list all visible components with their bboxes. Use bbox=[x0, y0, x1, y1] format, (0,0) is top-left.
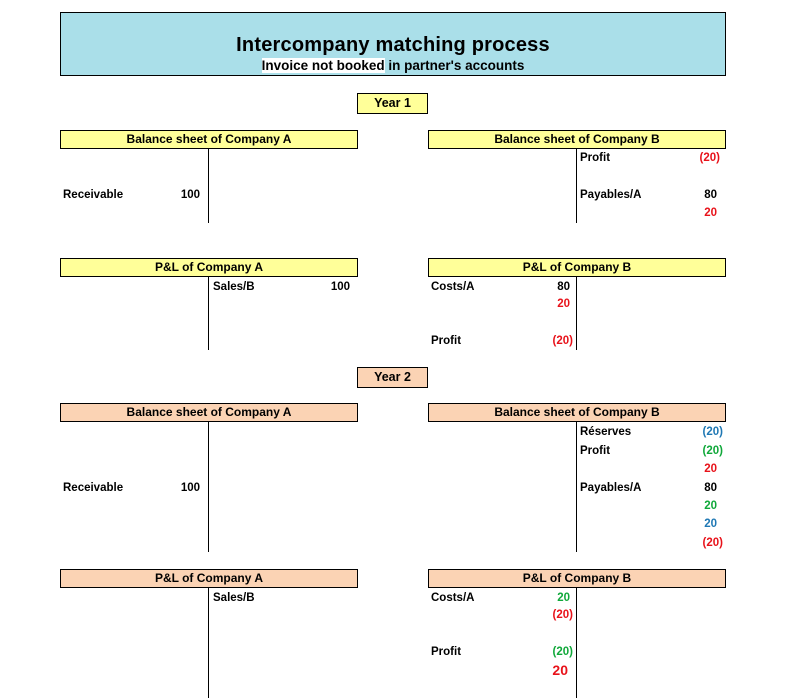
y2-bs-b-profit-value: (20) bbox=[702, 445, 723, 457]
y2-bs-b-header: Balance sheet of Company B bbox=[428, 403, 726, 422]
y2-pl-a-sales-label: Sales/B bbox=[213, 592, 255, 604]
y2-pl-a-header: P&L of Company A bbox=[60, 569, 358, 588]
y2-bs-a-header: Balance sheet of Company A bbox=[60, 403, 358, 422]
subtitle-rest: in partner's accounts bbox=[384, 58, 525, 73]
y1-bs-b-payables-label: Payables/A bbox=[580, 189, 642, 201]
y2-bs-b-divider bbox=[576, 422, 577, 552]
y1-pl-b-costs-label: Costs/A bbox=[431, 281, 475, 293]
y1-bs-a-receivable-value: 100 bbox=[180, 189, 200, 201]
y1-pl-a-divider bbox=[208, 277, 209, 350]
title-banner: Intercompany matching process Invoice no… bbox=[60, 12, 726, 76]
y1-bs-b-profit-label: Profit bbox=[580, 152, 611, 164]
y2-pl-b-profit-value: (20) bbox=[552, 646, 573, 658]
y2-bs-b-reserves-label: Réserves bbox=[580, 426, 632, 438]
y2-bs-a-receivable-label: Receivable bbox=[63, 482, 124, 494]
y1-pl-b-divider bbox=[576, 277, 577, 350]
page-subtitle: Invoice not booked in partner's accounts bbox=[61, 58, 725, 73]
y1-bs-b-header: Balance sheet of Company B bbox=[428, 130, 726, 149]
y2-pl-b-costs-value: 20 bbox=[557, 592, 570, 604]
subtitle-highlight: Invoice not booked bbox=[261, 58, 385, 73]
year1-label: Year 1 bbox=[357, 93, 428, 114]
y2-bs-b-payables-label: Payables/A bbox=[580, 482, 642, 494]
y1-pl-a-sales-value: 100 bbox=[330, 281, 350, 293]
y2-pl-a-divider bbox=[208, 588, 209, 698]
y2-bs-a-receivable-value: 100 bbox=[180, 482, 200, 494]
y1-bs-a-header: Balance sheet of Company A bbox=[60, 130, 358, 149]
y2-pl-b-profit-adj: 20 bbox=[552, 662, 568, 678]
y2-pl-b-costs-adj: (20) bbox=[552, 609, 573, 621]
y1-pl-b-profit-label: Profit bbox=[431, 335, 462, 347]
y2-bs-a-divider bbox=[208, 422, 209, 552]
y1-pl-b-costs-adj: 20 bbox=[557, 298, 570, 310]
y2-pl-b-divider bbox=[576, 588, 577, 698]
y1-pl-b-costs-value: 80 bbox=[557, 281, 570, 293]
y2-pl-b-header: P&L of Company B bbox=[428, 569, 726, 588]
y1-bs-b-payables-value: 80 bbox=[704, 189, 717, 201]
y1-bs-b-divider bbox=[576, 149, 577, 223]
y1-pl-a-sales-label: Sales/B bbox=[213, 281, 255, 293]
y1-pl-b-header: P&L of Company B bbox=[428, 258, 726, 277]
y1-bs-a-receivable-label: Receivable bbox=[63, 189, 124, 201]
y2-bs-b-profit-adj: 20 bbox=[704, 463, 717, 475]
y2-bs-b-profit-label: Profit bbox=[580, 445, 611, 457]
page-title: Intercompany matching process bbox=[236, 34, 550, 56]
y2-bs-b-payables-adj1: 20 bbox=[704, 500, 717, 512]
y2-bs-b-reserves-value: (20) bbox=[702, 426, 723, 438]
year2-label: Year 2 bbox=[357, 367, 428, 388]
y1-pl-b-profit-value: (20) bbox=[552, 335, 573, 347]
y1-bs-a-divider bbox=[208, 149, 209, 223]
y2-pl-b-costs-label: Costs/A bbox=[431, 592, 475, 604]
y1-pl-a-header: P&L of Company A bbox=[60, 258, 358, 277]
y1-bs-b-profit-value: (20) bbox=[699, 152, 720, 164]
y1-bs-b-payables-adj: 20 bbox=[704, 207, 717, 219]
y2-bs-b-payables-adj3: (20) bbox=[702, 537, 723, 549]
y2-bs-b-payables-value: 80 bbox=[704, 482, 717, 494]
y2-bs-b-payables-adj2: 20 bbox=[704, 518, 717, 530]
y2-pl-b-profit-label: Profit bbox=[431, 646, 462, 658]
